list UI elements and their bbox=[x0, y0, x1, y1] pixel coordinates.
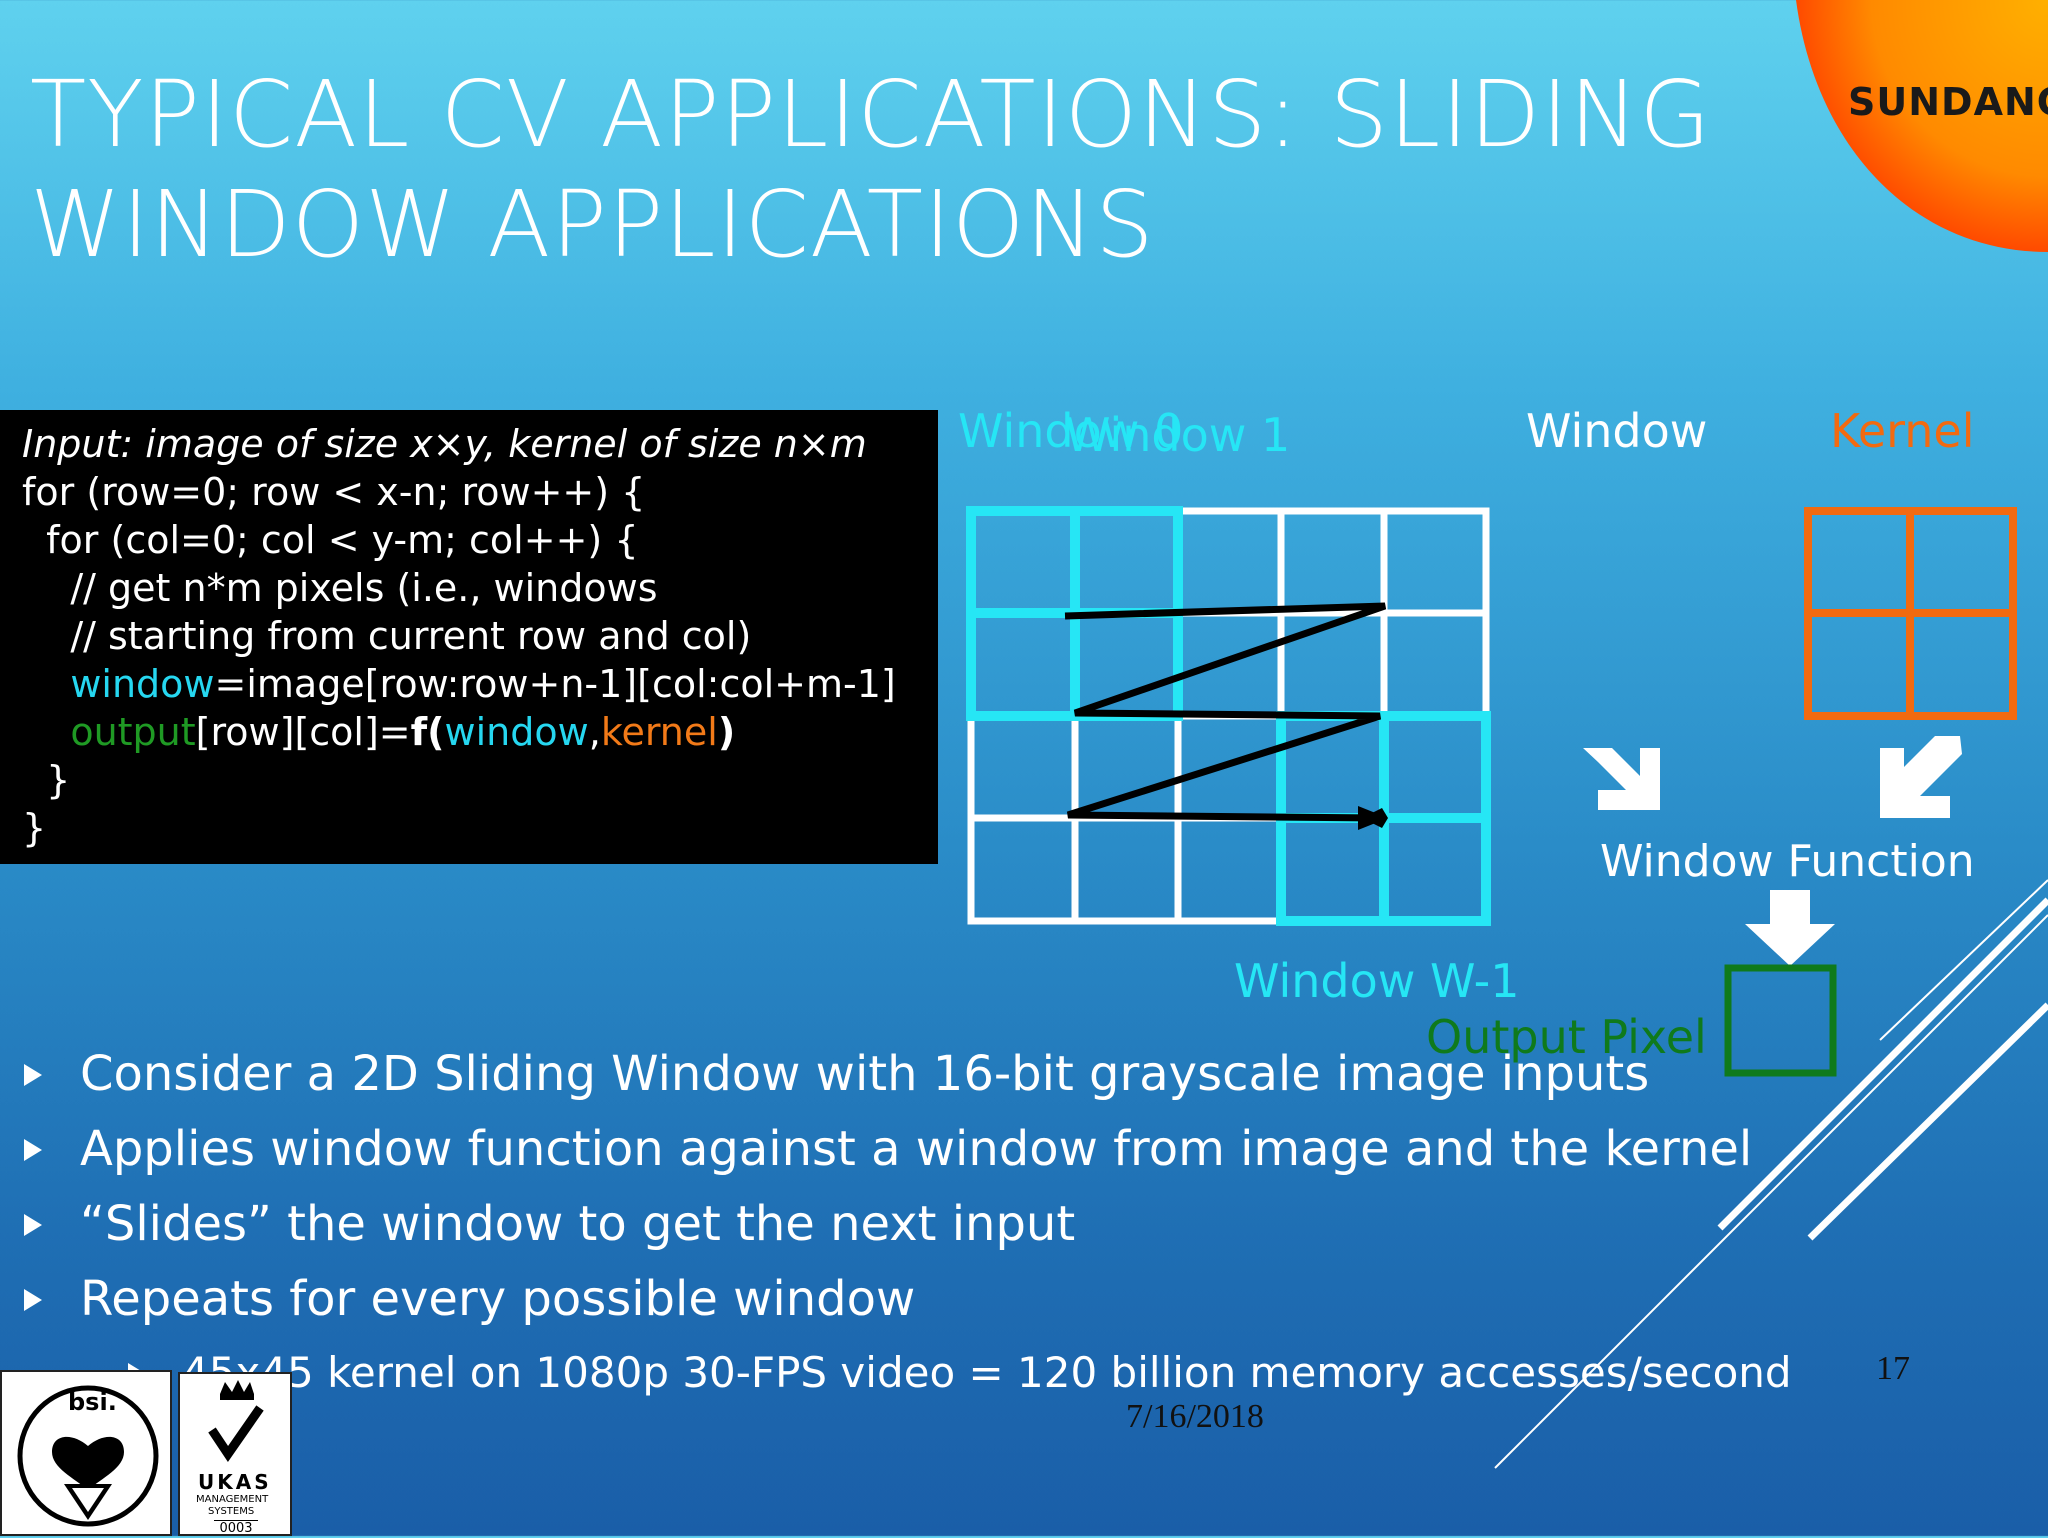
code-outer-close: } bbox=[22, 806, 47, 850]
bullet-item: Applies window function against a window… bbox=[24, 1121, 1752, 1177]
bsi-certification-badge: bsi. bbox=[0, 1370, 172, 1536]
bsi-text: bsi. bbox=[68, 1388, 117, 1416]
window-label: Window bbox=[1526, 404, 1708, 458]
code-comma: , bbox=[588, 710, 601, 754]
kernel-label: Kernel bbox=[1830, 404, 1975, 458]
sun-graphic-icon bbox=[1796, 0, 2048, 252]
code-func: f( bbox=[410, 710, 445, 754]
code-window-expr: =image[row:row+n-1][col:col+m-1] bbox=[214, 662, 896, 706]
code-inner-close: } bbox=[22, 758, 71, 802]
kernel-grid bbox=[1804, 507, 2017, 720]
logo-text: SUNDANCE bbox=[1848, 80, 2048, 124]
bullet-arrow-icon bbox=[24, 1064, 44, 1086]
ukas-sub1: MANAGEMENT bbox=[196, 1494, 269, 1505]
code-line-window: window=image[row:row+n-1][col:col+m-1] bbox=[22, 662, 896, 706]
ukas-text: UKAS bbox=[198, 1470, 272, 1494]
slide-date: 7/16/2018 bbox=[1126, 1398, 1264, 1435]
bullet-arrow-icon bbox=[24, 1214, 44, 1236]
sundance-logo: SUNDANCE bbox=[1796, 0, 2048, 252]
bullet-item: “Slides” the window to get the next inpu… bbox=[24, 1196, 1075, 1252]
code-comment-2: // starting from current row and col) bbox=[22, 614, 752, 658]
bullet-item: Repeats for every possible window bbox=[24, 1271, 915, 1327]
code-func-kernel-arg: kernel bbox=[600, 710, 718, 754]
bullet-item: Consider a 2D Sliding Window with 16-bit… bbox=[24, 1046, 1649, 1102]
code-func-window-arg: window bbox=[444, 710, 589, 754]
ukas-number: 0003 bbox=[214, 1520, 258, 1536]
code-window-var: window bbox=[70, 662, 215, 706]
code-output-var: output bbox=[70, 710, 196, 754]
title-line-1: TYPICAL CV APPLICATIONS: SLIDING bbox=[30, 61, 1712, 168]
bullet-text: Applies window function against a window… bbox=[80, 1121, 1753, 1177]
decorative-diagonal-lines bbox=[1494, 879, 2048, 1469]
code-line-inner-loop: for (col=0; col < y-m; col++) { bbox=[22, 518, 639, 562]
window-0-label: Window 0 bbox=[958, 404, 1184, 458]
arrow-kernel-to-function-icon bbox=[1880, 736, 1962, 818]
code-line-input: Input: image of size x×y, kernel of size… bbox=[22, 422, 867, 466]
page-number: 17 bbox=[1876, 1350, 1910, 1387]
arrow-function-to-output-icon bbox=[1745, 890, 1835, 966]
window-1-label: Window 1 bbox=[1065, 408, 1291, 462]
code-output-index: [row][col]= bbox=[195, 710, 411, 754]
window-function-label: Window Function bbox=[1600, 836, 1975, 887]
code-comment-1: // get n*m pixels (i.e., windows bbox=[22, 566, 658, 610]
code-close-paren: ) bbox=[717, 710, 736, 754]
sub-bullet-text: 45x45 kernel on 1080p 30-FPS video = 120… bbox=[182, 1348, 1792, 1397]
code-line-output: output[row][col]=f(window,kernel) bbox=[22, 710, 735, 754]
bullet-arrow-icon bbox=[24, 1289, 44, 1311]
bullet-text: Repeats for every possible window bbox=[80, 1271, 916, 1327]
code-line-outer-loop: for (row=0; row < x-n; row++) { bbox=[22, 470, 646, 514]
bsi-kitemark-icon bbox=[17, 1385, 159, 1527]
bullet-text: Consider a 2D Sliding Window with 16-bit… bbox=[80, 1046, 1650, 1102]
window-last-label: Window W-1 bbox=[1234, 954, 1520, 1008]
ukas-sub2: SYSTEMS bbox=[208, 1506, 255, 1517]
ukas-certification-badge: UKAS MANAGEMENT SYSTEMS 0003 bbox=[178, 1372, 292, 1536]
title-line-2: WINDOW APPLICATIONS bbox=[30, 171, 1155, 278]
crown-tick-icon bbox=[208, 1380, 264, 1462]
output-pixel-box bbox=[1724, 964, 1837, 1077]
bullet-arrow-icon bbox=[24, 1139, 44, 1161]
slide-path-arrow bbox=[1064, 602, 1387, 822]
pseudocode-box: Input: image of size x×y, kernel of size… bbox=[0, 410, 938, 864]
output-pixel-label: Output Pixel bbox=[1426, 1010, 1707, 1064]
slide-title: TYPICAL CV APPLICATIONS: SLIDING WINDOW … bbox=[30, 60, 1712, 280]
arrow-window-to-function-icon bbox=[1583, 748, 1660, 810]
sub-bullet-item: 45x45 kernel on 1080p 30-FPS video = 120… bbox=[128, 1348, 1792, 1397]
bullet-text: “Slides” the window to get the next inpu… bbox=[80, 1196, 1076, 1252]
